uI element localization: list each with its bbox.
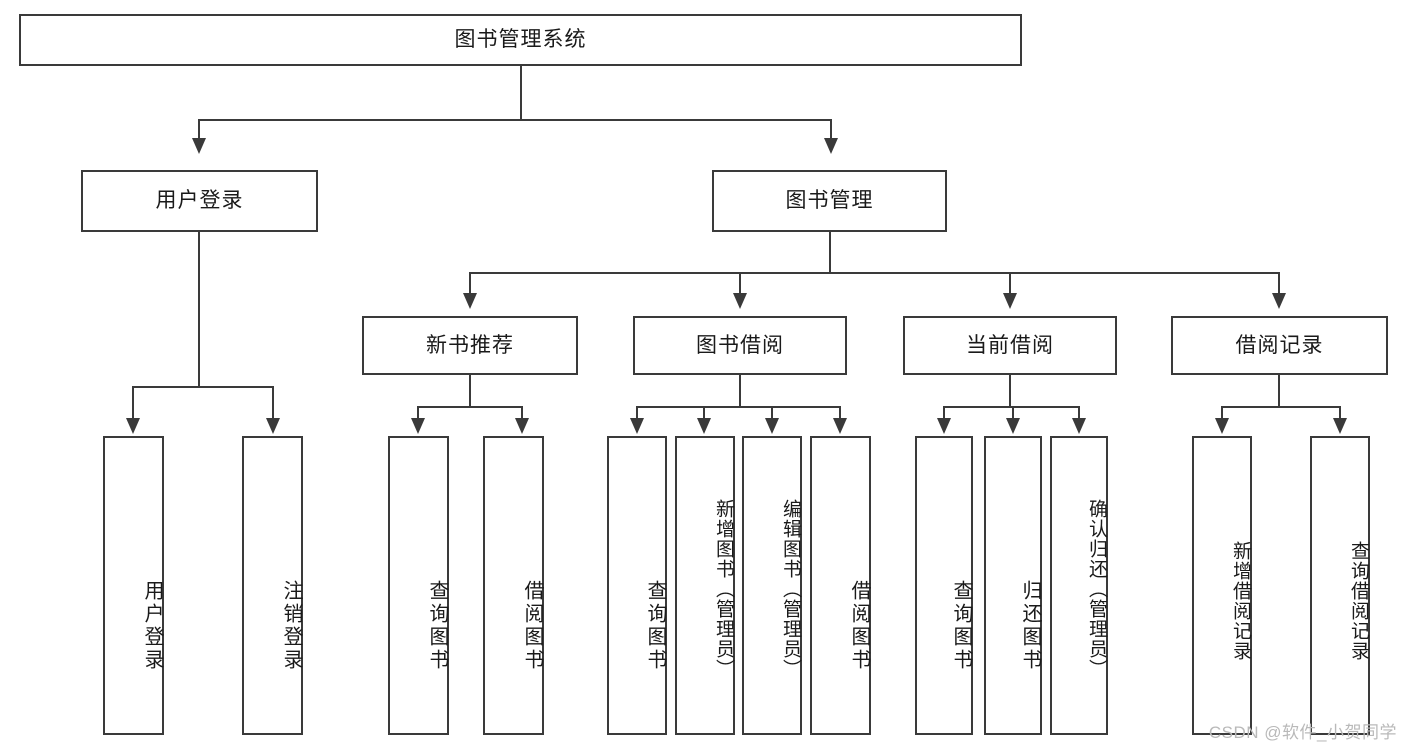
node-label: 新增图书（管理员） [713, 498, 734, 679]
node-label: 确认归还（管理员） [1086, 498, 1107, 679]
watermark-text: CSDN @软件_小贺同学 [1208, 723, 1397, 742]
connector-bb-drop-2 [703, 406, 705, 418]
node-label: 新增借阅记录 [1230, 540, 1251, 661]
leaf-add-book[interactable]: 新增图书（管理员） [675, 436, 735, 735]
connector-nbr-drop-2 [521, 406, 523, 418]
node-book-borrow[interactable]: 图书借阅 [633, 316, 847, 375]
node-label: 归还图书 [1019, 579, 1041, 672]
node-label: 图书管理 [785, 189, 874, 213]
connector-cb-drop-2 [1012, 406, 1014, 418]
arrowhead-to-leaf-query-book-1 [411, 418, 425, 434]
connector-book-management-stem [829, 232, 831, 273]
node-user-login[interactable]: 用户登录 [81, 170, 318, 232]
arrowhead-to-leaf-borrow-book-1 [515, 418, 529, 434]
connector-book-management-bus [469, 272, 1280, 274]
arrowhead-to-user-login [192, 138, 206, 154]
arrowhead-to-leaf-return-book [1006, 418, 1020, 434]
connector-br-drop-2 [1339, 406, 1341, 418]
leaf-query-book-3[interactable]: 查询图书 [915, 436, 973, 735]
connector-cb-bus [943, 406, 1079, 408]
node-label: 新书推荐 [426, 333, 514, 357]
connector-nbr-bus [417, 406, 522, 408]
arrowhead-to-book-management [824, 138, 838, 154]
connector-root-drop-right [830, 119, 832, 139]
leaf-confirm-return[interactable]: 确认归还（管理员） [1050, 436, 1108, 735]
connector-bb-drop-4 [839, 406, 841, 418]
leaf-borrow-book-2[interactable]: 借阅图书 [810, 436, 871, 735]
node-label: 借阅图书 [848, 579, 870, 672]
connector-user-login-drop-1 [132, 386, 134, 418]
connector-bb-bus [636, 406, 840, 408]
connector-bm-drop-3 [1009, 272, 1011, 294]
arrowhead-to-leaf-edit-book [765, 418, 779, 434]
connector-br-stem [1278, 375, 1280, 407]
arrowhead-to-leaf-user-login [126, 418, 140, 434]
node-label: 编辑图书（管理员） [780, 498, 801, 679]
connector-bb-drop-3 [771, 406, 773, 418]
arrowhead-to-leaf-add-borrow-record [1215, 418, 1229, 434]
connector-user-login-bus [132, 386, 272, 388]
leaf-query-borrow-record[interactable]: 查询借阅记录 [1310, 436, 1370, 735]
node-label: 用户登录 [155, 189, 244, 213]
arrowhead-to-borrow-record [1272, 293, 1286, 309]
leaf-query-book-1[interactable]: 查询图书 [388, 436, 449, 735]
arrowhead-to-leaf-add-book [697, 418, 711, 434]
arrowhead-to-leaf-query-book-3 [937, 418, 951, 434]
connector-root-stem [520, 66, 522, 120]
arrowhead-to-new-book-recommend [463, 293, 477, 309]
node-label: 当前借阅 [966, 333, 1054, 357]
node-label: 查询图书 [426, 579, 448, 672]
node-label: 图书管理系统 [454, 28, 587, 52]
arrowhead-to-leaf-borrow-book-2 [833, 418, 847, 434]
node-label: 查询图书 [644, 579, 666, 672]
connector-bb-drop-1 [636, 406, 638, 418]
arrowhead-to-leaf-logout-login [266, 418, 280, 434]
leaf-query-book-2[interactable]: 查询图书 [607, 436, 667, 735]
connector-nbr-stem [469, 375, 471, 407]
arrowhead-to-current-borrow [1003, 293, 1017, 309]
connector-bb-stem [739, 375, 741, 407]
connector-bm-drop-4 [1278, 272, 1280, 294]
connector-br-drop-1 [1221, 406, 1223, 418]
node-borrow-record[interactable]: 借阅记录 [1171, 316, 1388, 375]
connector-user-login-drop-2 [272, 386, 274, 418]
node-label: 用户登录 [141, 579, 163, 672]
connector-cb-drop-3 [1078, 406, 1080, 418]
leaf-return-book[interactable]: 归还图书 [984, 436, 1042, 735]
connector-bm-drop-2 [739, 272, 741, 294]
arrowhead-to-leaf-query-book-2 [630, 418, 644, 434]
arrowhead-to-book-borrow [733, 293, 747, 309]
node-current-borrow[interactable]: 当前借阅 [903, 316, 1117, 375]
node-label: 图书借阅 [696, 333, 784, 357]
connector-cb-drop-1 [943, 406, 945, 418]
arrowhead-to-leaf-confirm-return [1072, 418, 1086, 434]
node-book-management[interactable]: 图书管理 [712, 170, 947, 232]
connector-user-login-stem [198, 232, 200, 387]
leaf-add-borrow-record[interactable]: 新增借阅记录 [1192, 436, 1252, 735]
node-label: 查询图书 [950, 579, 972, 672]
connector-cb-stem [1009, 375, 1011, 407]
node-new-book-recommend[interactable]: 新书推荐 [362, 316, 578, 375]
leaf-borrow-book-1[interactable]: 借阅图书 [483, 436, 544, 735]
node-label: 注销登录 [280, 579, 302, 672]
connector-bm-drop-1 [469, 272, 471, 294]
connector-nbr-drop-1 [417, 406, 419, 418]
leaf-logout-login[interactable]: 注销登录 [242, 436, 303, 735]
connector-root-bus [198, 119, 832, 121]
node-label: 借阅记录 [1235, 333, 1324, 357]
connector-br-bus [1221, 406, 1340, 408]
connector-root-drop-left [198, 119, 200, 139]
arrowhead-to-leaf-query-borrow-record [1333, 418, 1347, 434]
node-label: 借阅图书 [521, 579, 543, 672]
leaf-user-login[interactable]: 用户登录 [103, 436, 164, 735]
node-label: 查询借阅记录 [1348, 540, 1369, 661]
node-root-system[interactable]: 图书管理系统 [19, 14, 1022, 66]
leaf-edit-book[interactable]: 编辑图书（管理员） [742, 436, 802, 735]
